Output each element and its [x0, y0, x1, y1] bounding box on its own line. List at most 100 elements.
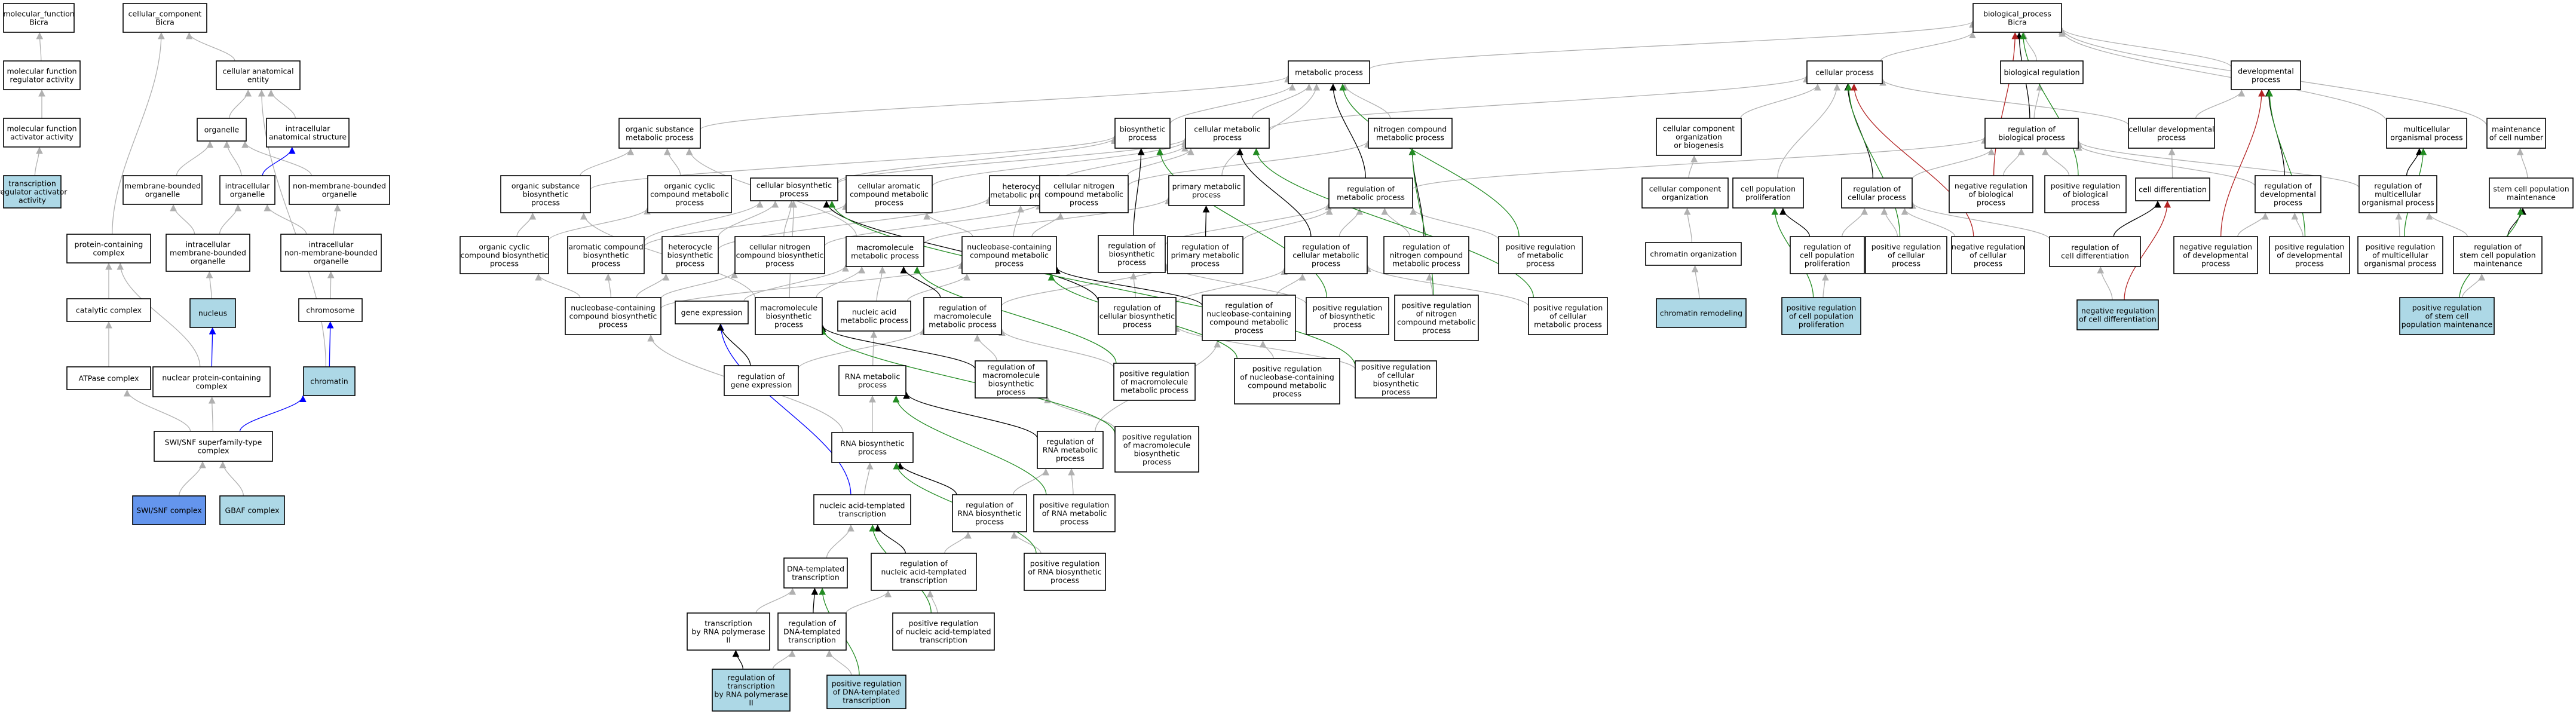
term-node-atp[interactable]: ATPase complex	[66, 366, 151, 390]
term-node-cat[interactable]: catalytic complex	[66, 298, 151, 322]
term-node-crem[interactable]: chromatin remodeling	[1656, 298, 1747, 328]
term-node-mp[interactable]: metabolic process	[1288, 60, 1370, 84]
term-node-gbaf[interactable]: GBAF complex	[219, 495, 285, 525]
term-node-nuc[interactable]: nucleus	[189, 298, 236, 328]
term-node-corg[interactable]: chromatin organization	[1645, 242, 1742, 266]
term-node-inmbo[interactable]: intracellularnon-membrane-boundedorganel…	[280, 234, 382, 272]
term-node-rnbcmp[interactable]: regulation ofnucleobase-containingcompou…	[1202, 295, 1296, 341]
term-node-ge[interactable]: gene expression	[675, 301, 749, 324]
term-node-cdiff[interactable]: cell differentiation	[2135, 177, 2210, 201]
term-node-chrm[interactable]: chromatin	[303, 366, 356, 396]
term-node-chrs[interactable]: chromosome	[298, 298, 363, 322]
term-node-cp[interactable]: cellular process	[1806, 60, 1883, 84]
term-node-swic[interactable]: SWI/SNF complex	[132, 495, 206, 525]
term-node-rmbp[interactable]: regulation ofmacromoleculebiosyntheticpr…	[975, 360, 1047, 399]
term-node-breg[interactable]: biological regulation	[2000, 60, 2084, 84]
